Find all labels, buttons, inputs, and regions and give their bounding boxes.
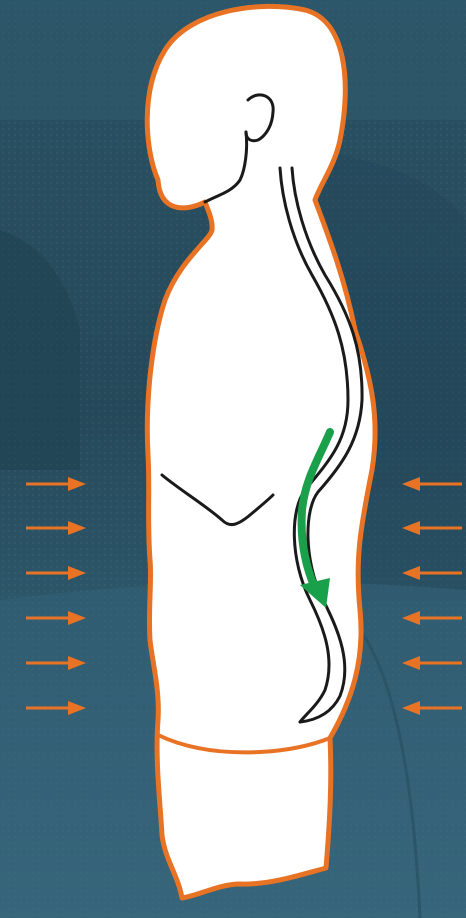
arrow-right-icon — [24, 655, 88, 671]
arrow-left-icon — [400, 476, 464, 492]
arrow-right-icon — [24, 610, 88, 626]
arrow-right-icon — [24, 520, 88, 536]
arrow-left-icon — [400, 520, 464, 536]
arrow-left-icon — [400, 700, 464, 716]
arrow-right-icon — [24, 476, 88, 492]
arrow-right-icon — [24, 565, 88, 581]
arrow-right-icon — [24, 700, 88, 716]
arrow-left-icon — [400, 655, 464, 671]
arrow-left-icon — [400, 610, 464, 626]
body-silhouette — [147, 6, 375, 898]
arrow-left-icon — [400, 565, 464, 581]
